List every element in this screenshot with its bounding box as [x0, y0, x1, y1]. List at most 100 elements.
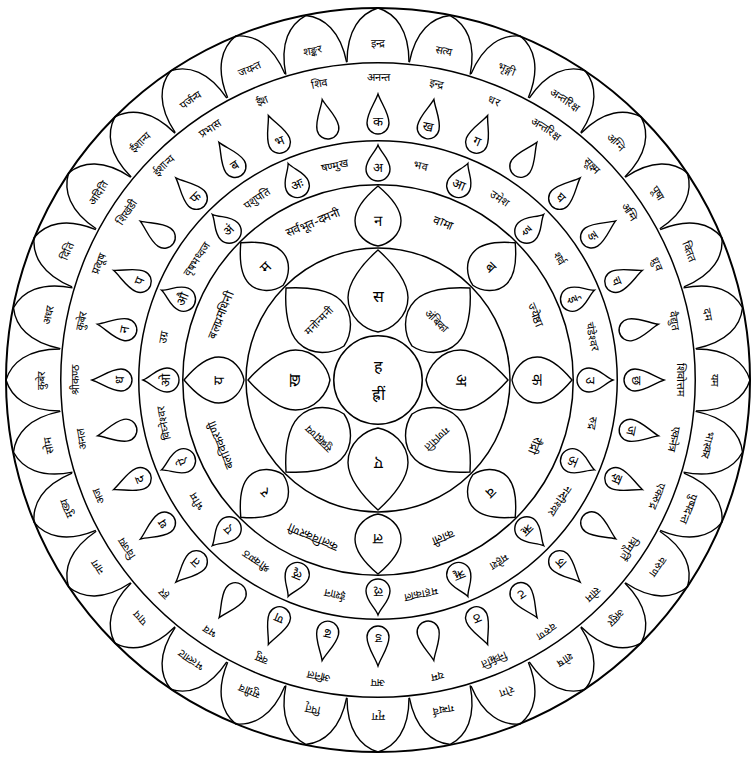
outer-circle [6, 8, 750, 752]
ring-band: वामाज्येष्ठारौद्रीकालीकलविकरणीबलविकरणीबल… [182, 184, 574, 576]
petal-text: यम [707, 374, 720, 387]
vowel-petal-shape [203, 205, 245, 247]
petal-text: पितृ [304, 702, 321, 718]
lotus-petal-shape [456, 458, 531, 533]
deity-name: शिखंडी [114, 197, 141, 228]
vowel-petal: ऌ [366, 579, 390, 615]
ring-band: भवउमेशशर्वचंडेश्वररुद्रनन्दीश्वरमहेशमहाक… [138, 140, 618, 620]
letter-petal: ठ [462, 603, 498, 648]
outer-petal-shape [275, 686, 346, 751]
outer-petal-outline [696, 349, 750, 411]
deity-name: वैद्युत [666, 310, 683, 331]
letter-petal-shape [415, 97, 444, 141]
deity-name: श्रीकण्ठ [241, 547, 273, 575]
deity-name: धर [485, 93, 501, 110]
letter-petal-shape [544, 546, 588, 590]
letter-petal-shape [462, 603, 498, 648]
petal-text: मनोन्मनी [302, 304, 337, 339]
petal-text: वितत [678, 239, 698, 263]
petal-text: शोष [554, 649, 575, 669]
outer-petal-shape [275, 9, 346, 74]
letter-petal: ञ [544, 546, 588, 590]
vowel-petal: ओ [143, 368, 179, 392]
inner-lotus-petal: मनोन्मनी [265, 267, 365, 367]
deity-name: सूक्ष्म [580, 155, 603, 178]
letter-petal: ज [617, 417, 661, 446]
petal-text: जयन्त [236, 59, 262, 80]
vowel-petal-shape [203, 512, 245, 554]
letter-petal: ङ [576, 212, 621, 253]
petal-text: ए [374, 453, 383, 472]
lotus-petal: क [512, 357, 572, 403]
petal-text: भ [272, 133, 286, 151]
lotus-petal: न [355, 186, 401, 246]
petal-text: ओ [158, 374, 174, 387]
outer-petal-shape [207, 24, 285, 98]
letter-petal-shape [462, 112, 498, 157]
letter-petal: द [110, 464, 155, 500]
petal-text: थ [155, 516, 172, 531]
petal-text: उ [582, 377, 598, 384]
petal-text: ढ [323, 625, 333, 642]
letter-petal-shape [110, 464, 155, 500]
letter-petal-shape [311, 619, 340, 663]
letter-petal: ख [415, 97, 444, 141]
lotus-petal-shape [184, 357, 244, 403]
blank-petal [617, 313, 661, 342]
deity-name: वसु [254, 650, 271, 667]
petal-text: म [256, 258, 275, 277]
outer-petal-shape [146, 627, 228, 706]
petal-text: क [528, 374, 546, 386]
outer-petal-shape [6, 349, 60, 411]
outer-petal-shape [410, 686, 481, 751]
petal-text: त [188, 554, 204, 570]
deity-name: ईशान्य [151, 153, 177, 179]
deity-name: उग्र [157, 330, 172, 344]
inner-lotus-petal: सुब्रह्मण्य [265, 393, 365, 493]
deity-name: चंडेश्वर [583, 322, 602, 353]
deity-name: अनिल [306, 667, 332, 685]
deity-name: एकरुद्र [646, 481, 669, 511]
petal-text: ण [272, 609, 286, 627]
deity-name: विजय [115, 535, 139, 561]
center-circle-shape [334, 336, 423, 425]
petal-text: अधर [40, 303, 57, 325]
inner-lotus-petal-shape [348, 250, 408, 332]
deity-name: अज [90, 486, 108, 506]
petal-text: ध [112, 376, 128, 384]
deity-name: बलप्रमथिनी [205, 289, 237, 341]
petal-text: असुर [604, 606, 627, 629]
deity-name: अग्नि [618, 200, 640, 224]
deity-name: नन्दीश्वर [544, 483, 574, 519]
outer-petal-shape [22, 473, 96, 551]
vowel-petal: आ [443, 158, 479, 200]
deity-name: इन्द्र [429, 76, 445, 92]
ring-band: अनन्तइन्द्रधरअन्तरिक्षसूक्ष्मअग्निध्रुवव… [60, 62, 696, 698]
petal-text: ट [514, 586, 528, 603]
deity-name: विघ्नेश्वर [154, 404, 174, 441]
petal-text: पर्जन्य [178, 89, 204, 113]
lotus-petal-shape [225, 458, 300, 533]
lotus-petal-shape [355, 514, 401, 574]
petal-text: कुबेर [35, 371, 48, 390]
letter-petal-shape [134, 508, 179, 549]
blank-petal [576, 508, 621, 549]
petal-text: ख [421, 118, 435, 135]
petal-text: ज [622, 424, 639, 437]
petal-text: न [117, 325, 134, 335]
petal-text: ब [227, 157, 241, 174]
deity-name: प्रभास [197, 117, 224, 141]
outer-petal: पितृ [275, 686, 346, 751]
letter-petal: भ [258, 112, 294, 157]
deity-name: सर्वभूत-दमनी [284, 205, 342, 240]
vowel-petal-shape [557, 445, 599, 481]
petal-text: सुग्रीव [237, 680, 262, 701]
letter-petal: ढ [311, 619, 340, 663]
letter-petal-outline [544, 546, 588, 590]
petal-text: ऊ [565, 454, 583, 469]
vowel-petal: उ [577, 368, 613, 392]
vowel-petal-shape [577, 368, 613, 392]
letter-petal: ट [506, 578, 547, 623]
vowel-petal-shape [156, 279, 198, 315]
letter-petal-shape [576, 212, 621, 253]
